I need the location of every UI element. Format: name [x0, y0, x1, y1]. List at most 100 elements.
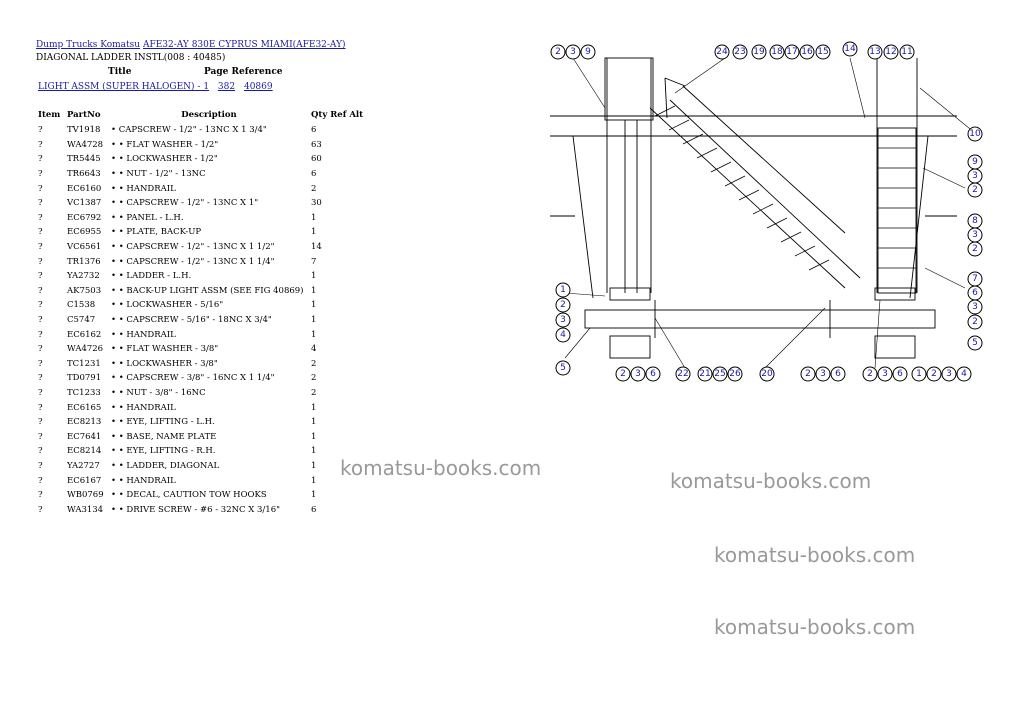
cell-partno: EC6160	[67, 183, 102, 194]
cell-partno: TC1231	[67, 358, 101, 369]
breadcrumb: Dump Trucks Komatsu AFE32-AY 830E CYPRUS…	[36, 40, 346, 50]
callout-bubble: 2	[862, 366, 878, 382]
cell-qty: 4	[311, 344, 317, 355]
callout-label: 24	[716, 47, 728, 57]
table-row: ?TR5445• • LOCKWASHER - 1/2"60	[38, 152, 367, 167]
callout-circle	[675, 366, 691, 382]
breadcrumb-link-dump-trucks[interactable]: Dump Trucks Komatsu	[36, 40, 141, 50]
callout-label: 2	[972, 185, 978, 195]
callout-bubble: 2	[967, 241, 983, 257]
table-row: ?C1538• • LOCKWASHER - 5/16"1	[38, 298, 367, 313]
callout-circle	[751, 44, 767, 60]
watermark-3: komatsu-books.com	[714, 543, 916, 567]
callout-circle	[555, 282, 571, 298]
cell-description: • • FLAT WASHER - 1/2"	[111, 139, 219, 150]
cell-description: • • LADDER, DIAGONAL	[111, 460, 220, 471]
cell-qty: 1	[311, 446, 317, 457]
page-title: DIAGONAL LADDER INSTL(008 : 40485)	[36, 53, 226, 63]
cell-partno: C1538	[67, 300, 96, 311]
callout-bubble: 6	[830, 366, 846, 382]
leader-lines	[564, 57, 976, 369]
cell-description: • • LADDER - L.H.	[111, 271, 192, 282]
cell-qty: 1	[311, 329, 317, 340]
cell-description: • • CAPSCREW - 3/8" - 16NC X 1 1/4"	[111, 373, 275, 384]
callout-bubble: 2	[967, 314, 983, 330]
callout-circle	[967, 299, 983, 315]
callout-bubble: 2	[926, 366, 942, 382]
callout-label: 3	[972, 230, 978, 240]
callout-label: 21	[699, 369, 710, 379]
callout-circle	[926, 366, 942, 382]
cell-item: ?	[38, 402, 43, 413]
cell-qty: 1	[311, 402, 317, 413]
cell-qty: 1	[311, 475, 317, 486]
table-row: ?VC6561• • CAPSCREW - 1/2" - 13NC X 1 1/…	[38, 240, 367, 255]
callout-bubble: 9	[967, 154, 983, 170]
callout-label: 11	[901, 47, 912, 57]
callout-label: 26	[729, 369, 741, 379]
callout-label: 6	[650, 369, 656, 379]
callout-label: 22	[677, 369, 688, 379]
cell-item: ?	[38, 344, 43, 355]
callout-circle	[769, 44, 785, 60]
callout-label: 2	[931, 369, 937, 379]
cell-qty: 2	[311, 387, 317, 398]
callout-label: 15	[817, 47, 828, 57]
callout-label: 2	[620, 369, 626, 379]
cell-partno: EC6162	[67, 329, 102, 340]
callout-label: 12	[885, 47, 896, 57]
callout-circle	[732, 44, 748, 60]
cell-item: ?	[38, 242, 43, 253]
callout-label: 2	[972, 317, 978, 327]
reference-title-link[interactable]: LIGHT ASSM (SUPER HALOGEN) - 1	[38, 82, 210, 92]
callout-label: 9	[972, 157, 978, 167]
cell-item: ?	[38, 446, 43, 457]
cell-item: ?	[38, 475, 43, 486]
callout-bubble: 3	[967, 168, 983, 184]
cell-item: ?	[38, 490, 43, 501]
cell-description: • • CAPSCREW - 1/2" - 13NC X 1 1/4"	[111, 256, 275, 267]
callout-circle	[550, 44, 566, 60]
cell-partno: VC1387	[67, 198, 102, 209]
reference-row: LIGHT ASSM (SUPER HALOGEN) - 1 382 40869	[38, 82, 279, 92]
table-row: ?TR1376• • CAPSCREW - 1/2" - 13NC X 1 1/…	[38, 254, 367, 269]
cell-partno: TC1233	[67, 387, 101, 398]
cell-partno: EC8213	[67, 417, 102, 428]
cell-qty: 2	[311, 183, 317, 194]
cell-qty: 1	[311, 300, 317, 311]
cell-qty: 1	[311, 285, 317, 296]
cell-qty: 1	[311, 271, 317, 282]
cell-qty: 1	[311, 315, 317, 326]
reference-figure-link[interactable]: 40869	[243, 82, 273, 92]
callout-circle	[815, 44, 831, 60]
callout-label: 14	[844, 44, 856, 54]
cell-item: ?	[38, 431, 43, 442]
callout-bubble: 6	[645, 366, 661, 382]
callout-circle	[799, 44, 815, 60]
cell-item: ?	[38, 169, 43, 180]
cell-item: ?	[38, 504, 43, 515]
cell-item: ?	[38, 285, 43, 296]
table-row: ?WA3134• • DRIVE SCREW - #6 - 32NC X 3/1…	[38, 502, 367, 517]
cell-qty: 6	[311, 125, 317, 136]
callout-circle	[759, 366, 775, 382]
callout-circle	[615, 366, 631, 382]
callout-bubble: 9	[580, 44, 596, 60]
callout-circle	[842, 41, 858, 57]
cell-qty: 6	[311, 169, 317, 180]
callout-bubble: 24	[714, 44, 730, 60]
callout-bubble: 3	[630, 366, 646, 382]
reference-page-link[interactable]: 382	[217, 82, 236, 92]
breadcrumb-link-model[interactable]: AFE32-AY 830E CYPRUS MIAMI(AFE32-AY)	[142, 40, 346, 50]
callout-bubble: 1	[911, 366, 927, 382]
table-row: ?WA4728• • FLAT WASHER - 1/2"63	[38, 138, 367, 153]
callout-bubble: 3	[877, 366, 893, 382]
callout-bubble: 3	[941, 366, 957, 382]
callout-bubble: 3	[967, 299, 983, 315]
cell-description: • • LOCKWASHER - 5/16"	[111, 300, 224, 311]
cell-partno: C5747	[67, 315, 96, 326]
